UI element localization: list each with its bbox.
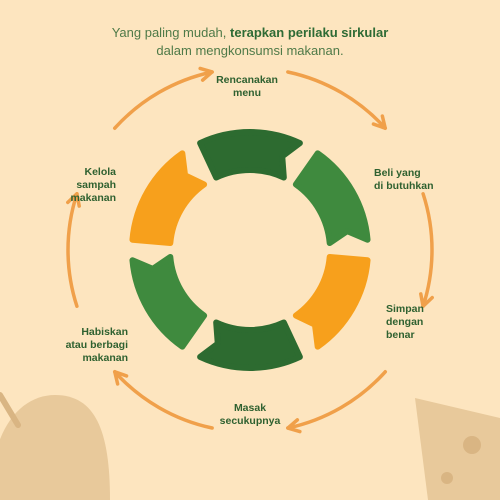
ring-segment-manage	[129, 150, 208, 247]
arrowhead-icon	[419, 292, 434, 308]
step-label-manage-waste: Kelola sampah makanan	[70, 166, 116, 204]
step-label-store: Simpan dengan benar	[386, 303, 424, 341]
headline-emphasis: terapkan perilaku sirkular	[230, 25, 389, 40]
cycle-arrow-3	[286, 370, 388, 430]
cycle-arrow-1	[286, 70, 388, 130]
arrowhead-icon	[66, 192, 81, 208]
arrowhead-icon	[198, 66, 214, 82]
cycle-arrow-5	[66, 192, 79, 308]
headline-text: Yang paling mudah,	[111, 25, 231, 40]
arrowhead-icon	[371, 114, 388, 130]
step-label-buy: Beli yang di butuhkan	[374, 167, 434, 192]
cycle-arrow-2	[421, 192, 434, 308]
ring-segment-store	[292, 253, 371, 350]
cycle-ring	[129, 129, 371, 371]
cheese-illustration	[415, 398, 500, 500]
ring-segment-finish	[129, 253, 208, 350]
ring-segment-cook	[197, 319, 303, 371]
headline: Yang paling mudah, terapkan perilaku sir…	[40, 24, 460, 60]
arrowhead-icon	[112, 370, 129, 386]
step-label-finish-share: Habiskan atau berbagi makanan	[65, 326, 128, 364]
step-label-cook: Masak secukupnya	[219, 402, 281, 427]
arrowhead-icon	[286, 418, 302, 434]
step-label-plan-menu: Rencanakan menu	[216, 74, 278, 99]
cycle-arrow-6	[112, 70, 214, 130]
cycle-arrow-4	[112, 370, 214, 430]
headline-text-line2: dalam mengkonsumsi makanan.	[156, 43, 344, 58]
ring-segment-buy	[292, 150, 371, 247]
ring-segment-plan	[197, 129, 303, 181]
cycle-arrows	[66, 66, 434, 434]
bowl-illustration	[0, 392, 110, 500]
